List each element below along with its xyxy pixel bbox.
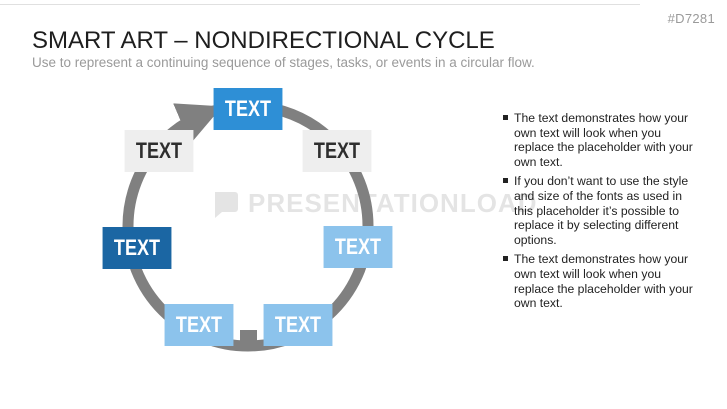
bullet-list: The text demonstrates how your own text …	[502, 111, 702, 316]
slide-title[interactable]: SMART ART – NONDIRECTIONAL CYCLE	[32, 27, 495, 54]
top-divider	[0, 4, 640, 5]
watermark-text: PRESENTATIONLOAD	[248, 188, 538, 218]
bullet-item[interactable]: The text demonstrates how your own text …	[502, 252, 702, 310]
presentationload-logo-icon	[215, 191, 238, 218]
bullet-item[interactable]: The text demonstrates how your own text …	[502, 111, 702, 169]
cycle-box-upper-right[interactable]: TEXT	[302, 130, 372, 172]
bullet-item[interactable]: If you don’t want to use the style and s…	[502, 174, 702, 247]
cycle-box-upper-left[interactable]: TEXT	[124, 130, 194, 172]
slide-subtitle[interactable]: Use to represent a continuing sequence o…	[32, 55, 535, 70]
cycle-box-right[interactable]: TEXT	[323, 226, 393, 268]
cycle-box-top[interactable]: TEXT	[213, 88, 283, 130]
slide-id: #D7281	[667, 11, 715, 26]
cycle-box-lower-left[interactable]: TEXT	[164, 304, 234, 346]
cycle-box-left[interactable]: TEXT	[102, 227, 172, 269]
ring-connector	[240, 330, 257, 344]
cycle-box-lower-right[interactable]: TEXT	[263, 304, 333, 346]
watermark: PRESENTATIONLOAD	[210, 188, 537, 219]
